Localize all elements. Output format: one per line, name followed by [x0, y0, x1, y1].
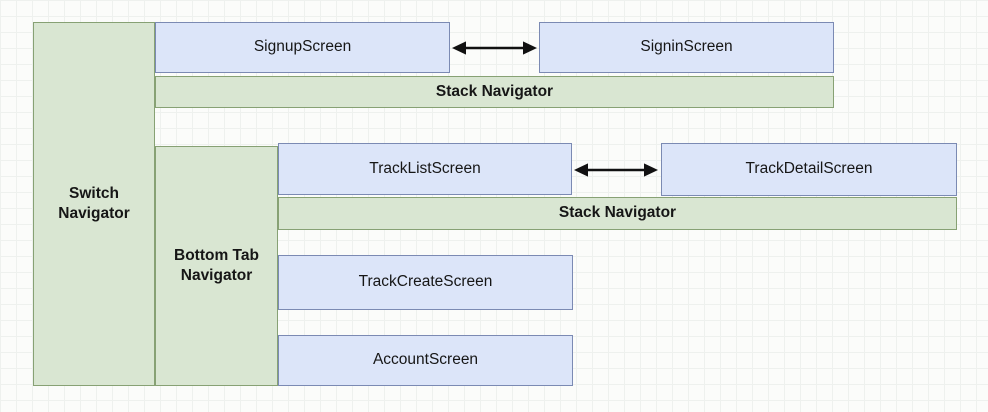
- node-signup-screen: SignupScreen: [155, 22, 450, 73]
- signup-screen-label: SignupScreen: [253, 38, 352, 56]
- bidirectional-arrow-icon: [452, 41, 537, 55]
- switch-navigator-label: Switch Navigator: [58, 184, 130, 222]
- bidirectional-arrow-icon: [574, 163, 658, 177]
- node-switch-navigator: Switch Navigator: [33, 22, 155, 386]
- track-list-screen-label: TrackListScreen: [369, 159, 481, 177]
- node-track-list-screen: TrackListScreen: [278, 143, 572, 195]
- node-track-detail-screen: TrackDetailScreen: [661, 143, 957, 196]
- account-screen-label: AccountScreen: [372, 351, 479, 369]
- auth-stack-navigator-label: Stack Navigator: [435, 82, 554, 100]
- signin-screen-label: SigninScreen: [640, 38, 733, 56]
- node-account-screen: AccountScreen: [278, 335, 573, 386]
- node-track-create-screen: TrackCreateScreen: [278, 255, 573, 310]
- bottom-tab-navigator-label: Bottom Tab Navigator: [174, 246, 259, 284]
- track-stack-navigator-label: Stack Navigator: [558, 204, 677, 222]
- node-signin-screen: SigninScreen: [539, 22, 834, 73]
- node-auth-stack-navigator: Stack Navigator: [155, 76, 834, 108]
- node-bottom-tab-navigator: Bottom Tab Navigator: [155, 146, 278, 386]
- track-create-screen-label: TrackCreateScreen: [358, 273, 493, 291]
- track-detail-screen-label: TrackDetailScreen: [745, 160, 873, 178]
- node-track-stack-navigator: Stack Navigator: [278, 197, 957, 230]
